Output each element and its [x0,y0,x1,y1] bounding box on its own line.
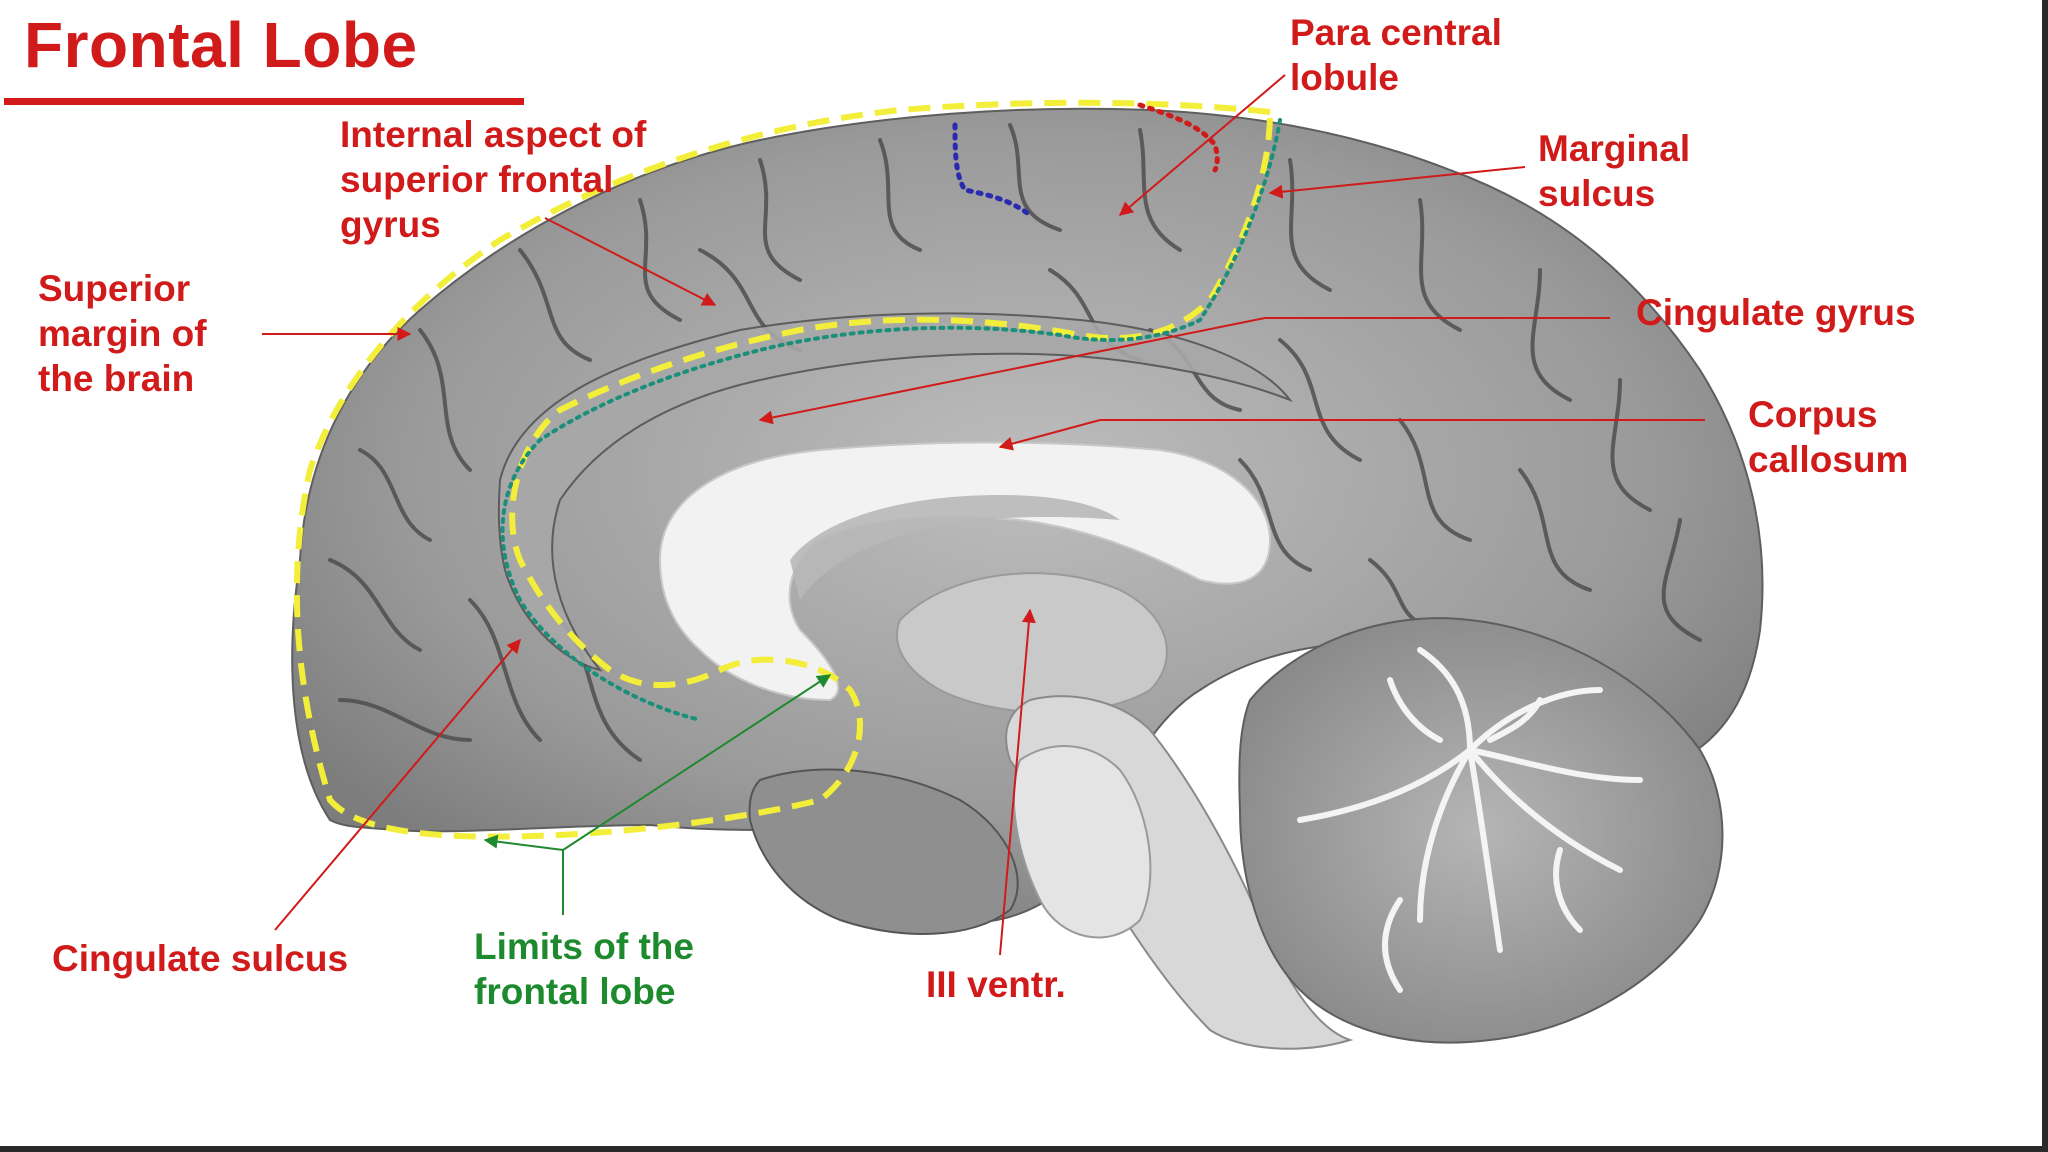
arbor-vitae-lines [1297,647,1643,993]
pointer-corpus-callosum-diag [998,419,1101,451]
cingulate-gyrus-band [497,312,1293,672]
label-line: Superior [38,268,191,309]
pointer-internal-sfg [544,217,717,306]
limits-pointer-lines [483,674,832,915]
label-internal-aspect-sfg: Internal aspect of superior frontal gyru… [340,112,646,247]
label-iii-ventr: III ventr. [926,962,1066,1007]
label-superior-margin: Superior margin of the brain [38,266,207,401]
pointer-marginal [1268,166,1526,199]
label-line: sulcus [1538,173,1656,214]
label-line: superior frontal [340,159,614,200]
marginal-trace [1137,102,1220,173]
paracentral-trace [952,122,1033,218]
label-line: frontal lobe [474,971,676,1012]
label-para-central-lobule: Para central lobule [1290,10,1502,100]
cingulate-sulcus-trace [500,118,1282,722]
label-marginal-sulcus: Marginal sulcus [1538,126,1690,216]
label-line: Corpus [1748,394,1878,435]
label-line: margin of [38,313,207,354]
label-line: Internal aspect of [340,114,647,155]
label-limits-frontal-lobe: Limits of the frontal lobe [474,924,694,1014]
lateral-ventricle-shape [790,495,1120,600]
pointer-iii-ventr [999,608,1036,956]
label-line: Marginal [1538,128,1691,169]
pointer-lines [262,74,1705,956]
page-title: Frontal Lobe [24,9,418,81]
label-line: III ventr. [926,964,1066,1005]
label-line: Para central [1290,12,1502,53]
label-line: gyrus [340,204,441,245]
label-line: Cingulate gyrus [1636,292,1916,333]
label-line: Cingulate sulcus [52,938,349,979]
thalamus-shape [895,572,1168,714]
label-line: callosum [1748,439,1909,480]
temporal-lobe-shape [748,768,1019,935]
frontal-lobe-boundary [293,99,1273,840]
label-line: Limits of the [474,926,694,967]
label-corpus-callosum: Corpus callosum [1748,392,1908,482]
pointer-cingulate-gyrus-diag [758,317,1266,425]
corpus-callosum-shape [658,441,1272,702]
label-line: lobule [1290,57,1399,98]
label-line: the brain [38,358,195,399]
label-cingulate-sulcus: Cingulate sulcus [52,936,348,981]
title-underline [4,98,524,105]
pons-shape [1012,745,1152,939]
pointer-para-central [1118,74,1286,216]
label-cingulate-gyrus: Cingulate gyrus [1636,290,1916,335]
pointer-cingulate-sulcus [274,638,521,931]
